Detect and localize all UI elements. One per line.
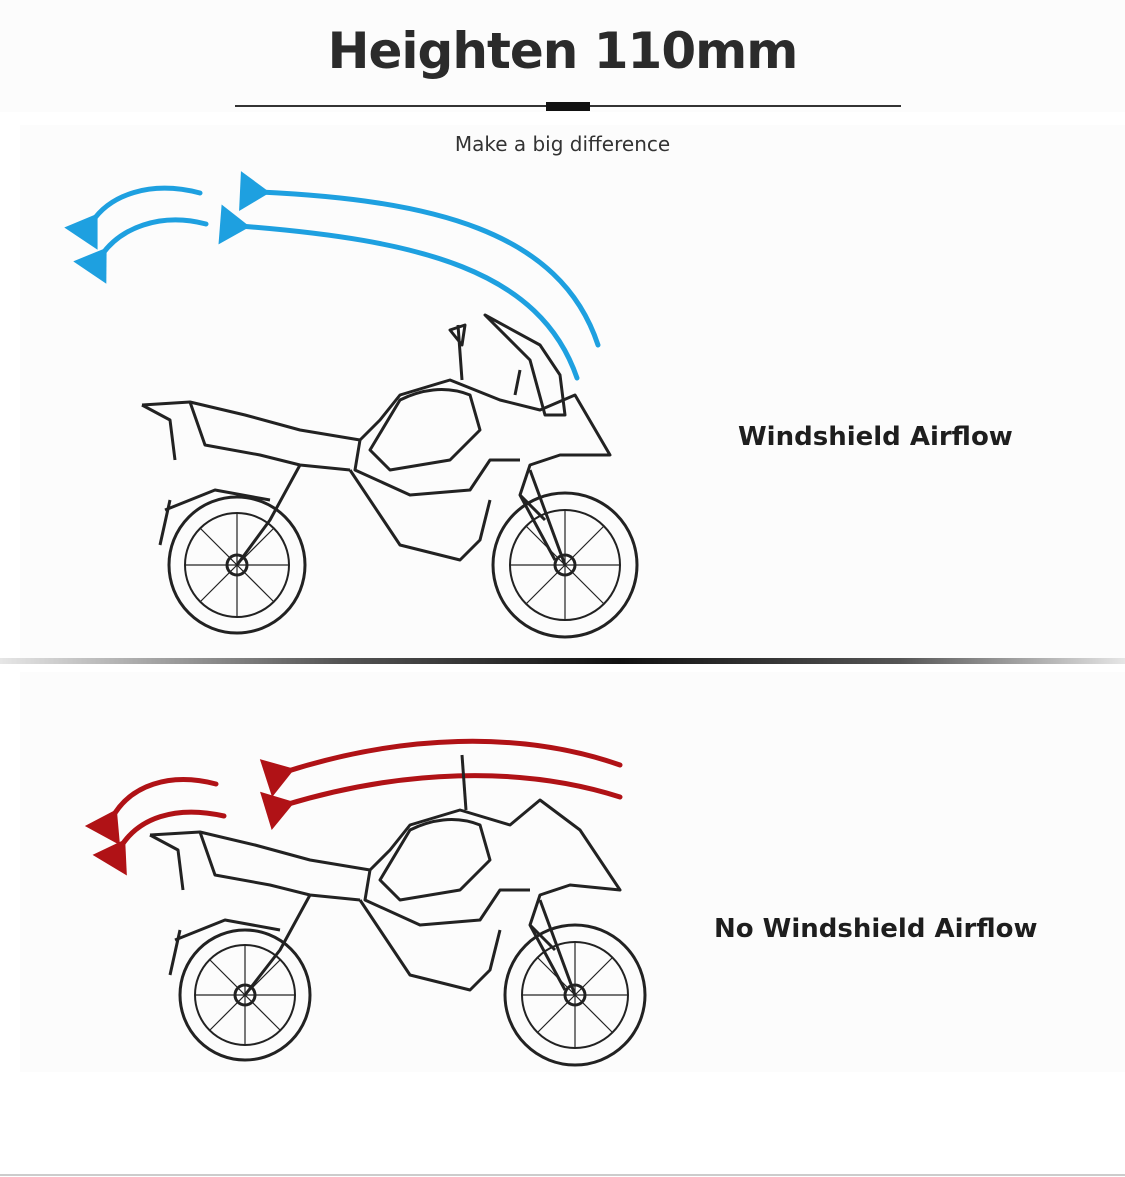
windshield-illustration bbox=[64, 171, 639, 639]
section-divider bbox=[0, 658, 1125, 664]
no-windshield-airflow-label: No Windshield Airflow bbox=[714, 914, 1038, 944]
header-band bbox=[0, 0, 1125, 112]
bottom-rule bbox=[0, 1174, 1125, 1176]
motorcycle-windshield-icon bbox=[141, 313, 639, 639]
page-title: Heighten 110mm bbox=[327, 22, 799, 80]
motorcycle-no-windshield-icon bbox=[149, 754, 647, 1067]
title-underline-accent bbox=[546, 102, 590, 111]
airflow-arrows-blue bbox=[64, 171, 601, 381]
airflow-arrows-red bbox=[84, 738, 623, 876]
windshield-airflow-label: Windshield Airflow bbox=[738, 422, 1013, 452]
page-subtitle: Make a big difference bbox=[454, 132, 671, 156]
